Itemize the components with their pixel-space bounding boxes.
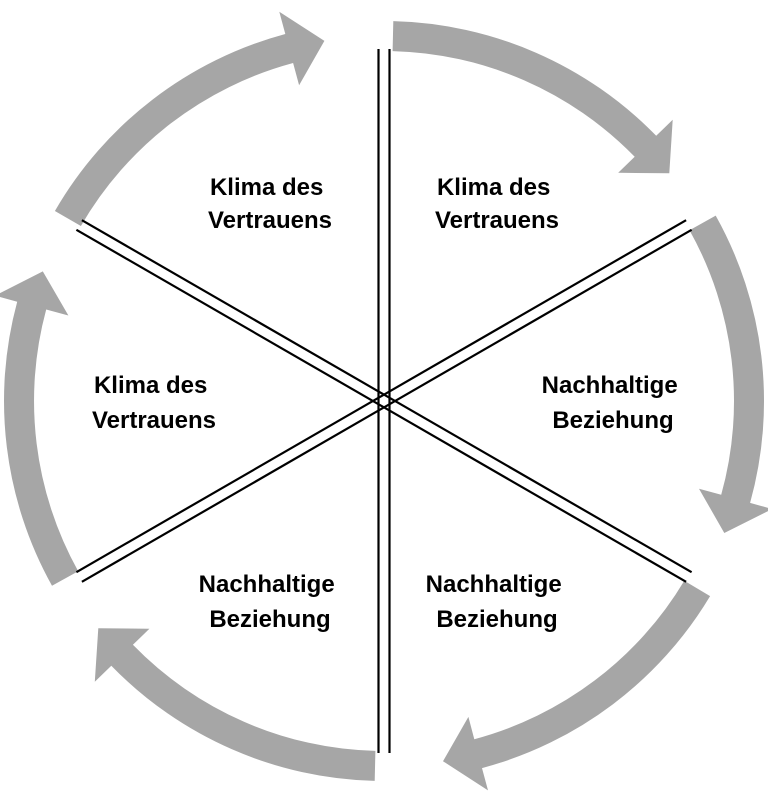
segment-label-line: Nachhaltige (542, 372, 678, 399)
segment-label-line: Beziehung (436, 606, 557, 633)
segment-label-top-left: Klima des Vertrauens (208, 174, 332, 234)
segment-label-line: Vertrauens (208, 207, 332, 234)
segment-labels: Klima des Vertrauens Nachhaltige Beziehu… (92, 174, 685, 633)
segment-label-bottom-right: Nachhaltige Beziehung (426, 571, 569, 633)
segment-label-line: Vertrauens (435, 207, 559, 234)
segment-label-left: Klima des Vertrauens (92, 372, 216, 434)
cycle-arrow-bottom-left (94, 628, 376, 781)
cycle-arrow-top-right (392, 21, 673, 174)
segment-label-bottom-left: Nachhaltige Beziehung (199, 571, 342, 633)
segment-label-line: Beziehung (552, 407, 673, 434)
segment-label-line: Nachhaltige (199, 571, 335, 598)
divider-line-falling (81, 219, 693, 574)
segment-label-line: Klima des (437, 174, 550, 201)
segment-label-line: Beziehung (209, 606, 330, 633)
segment-label-line: Vertrauens (92, 407, 216, 434)
segment-dividers (75, 49, 693, 753)
cycle-arrow-right (689, 215, 768, 533)
divider-line-rising (81, 228, 693, 583)
divider-line-rising (75, 219, 687, 574)
cycle-arrow-left (0, 271, 79, 586)
segment-label-line: Klima des (94, 372, 207, 399)
segment-label-right: Nachhaltige Beziehung (542, 372, 685, 434)
segment-label-line: Klima des (210, 174, 323, 201)
segment-label-line: Nachhaltige (426, 571, 562, 598)
segment-label-top-right: Klima des Vertrauens (435, 174, 559, 234)
cycle-arrow-bottom-right (443, 580, 711, 791)
cycle-arrows (0, 11, 768, 791)
divider-line-falling (75, 228, 687, 583)
cycle-arrow-top-left (54, 11, 325, 226)
